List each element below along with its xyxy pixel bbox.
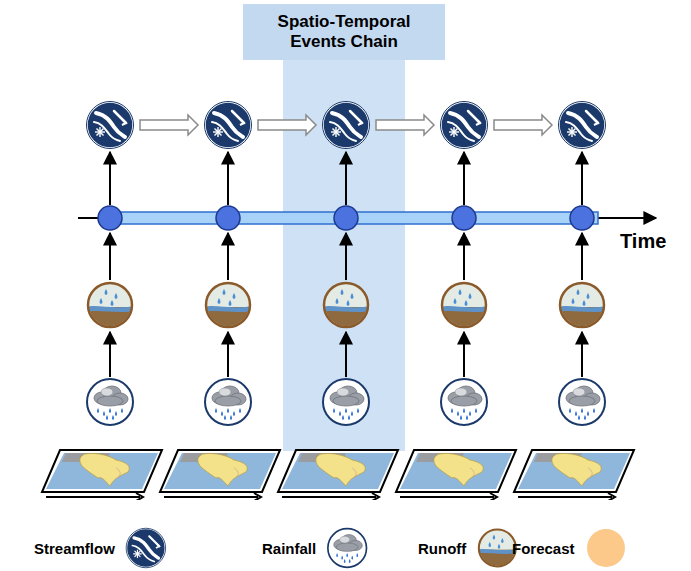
rainfall-icon [559, 379, 605, 425]
axis-label: Time [620, 230, 666, 253]
legend-swatch [587, 529, 625, 567]
runoff-icon [85, 283, 135, 332]
rainfall-icon [205, 379, 251, 425]
band-title: Spatio-Temporal Events Chain [254, 12, 434, 53]
legend-icon [126, 528, 165, 567]
streamflow-icon [87, 102, 134, 149]
flow-arrow [109, 233, 111, 280]
flow-arrow [227, 332, 229, 377]
runoff-icon [321, 283, 371, 332]
flow-arrow [463, 233, 465, 280]
flow-arrow [345, 332, 347, 377]
time-step-dot [216, 206, 240, 230]
chain-arrow [140, 115, 198, 135]
legend-text: Forecast [512, 540, 575, 557]
streamflow-icon [205, 102, 252, 149]
legend-text: Rainfall [262, 540, 316, 557]
time-step-dot [334, 206, 358, 230]
map-frame [278, 450, 398, 501]
streamflow-icon [559, 102, 606, 149]
flow-arrow [227, 233, 229, 280]
flow-arrow [581, 152, 583, 205]
map-frame [396, 450, 516, 501]
chain-arrow [376, 115, 434, 135]
rainfall-icon [441, 379, 487, 425]
map-frame [160, 450, 280, 501]
legend-text: Runoff [418, 540, 466, 557]
runoff-icon [203, 283, 253, 332]
flow-arrow [227, 152, 229, 205]
time-step-dot [452, 206, 476, 230]
flow-arrow [345, 152, 347, 205]
time-step-dot [570, 206, 594, 230]
flow-arrow [581, 332, 583, 377]
highlight-header: Spatio-Temporal Events Chain [243, 4, 445, 60]
flow-arrow [463, 332, 465, 377]
flow-arrow [581, 233, 583, 280]
map-frame [42, 450, 162, 501]
flow-arrow [463, 152, 465, 205]
chain-arrow [258, 115, 316, 135]
highlight-band [283, 55, 405, 451]
rainfall-icon [87, 379, 133, 425]
flow-arrow [109, 332, 111, 377]
streamflow-icon [323, 102, 370, 149]
streamflow-icon [441, 102, 488, 149]
runoff-icon [439, 283, 489, 332]
runoff-icon [557, 283, 607, 332]
legend-icon [328, 529, 367, 568]
flow-arrow [109, 152, 111, 205]
rainfall-icon [323, 379, 369, 425]
chain-arrow [494, 115, 552, 135]
legend-text: Streamflow [34, 540, 115, 557]
flow-arrow [345, 233, 347, 280]
map-frame [514, 450, 634, 501]
time-step-dot [98, 206, 122, 230]
